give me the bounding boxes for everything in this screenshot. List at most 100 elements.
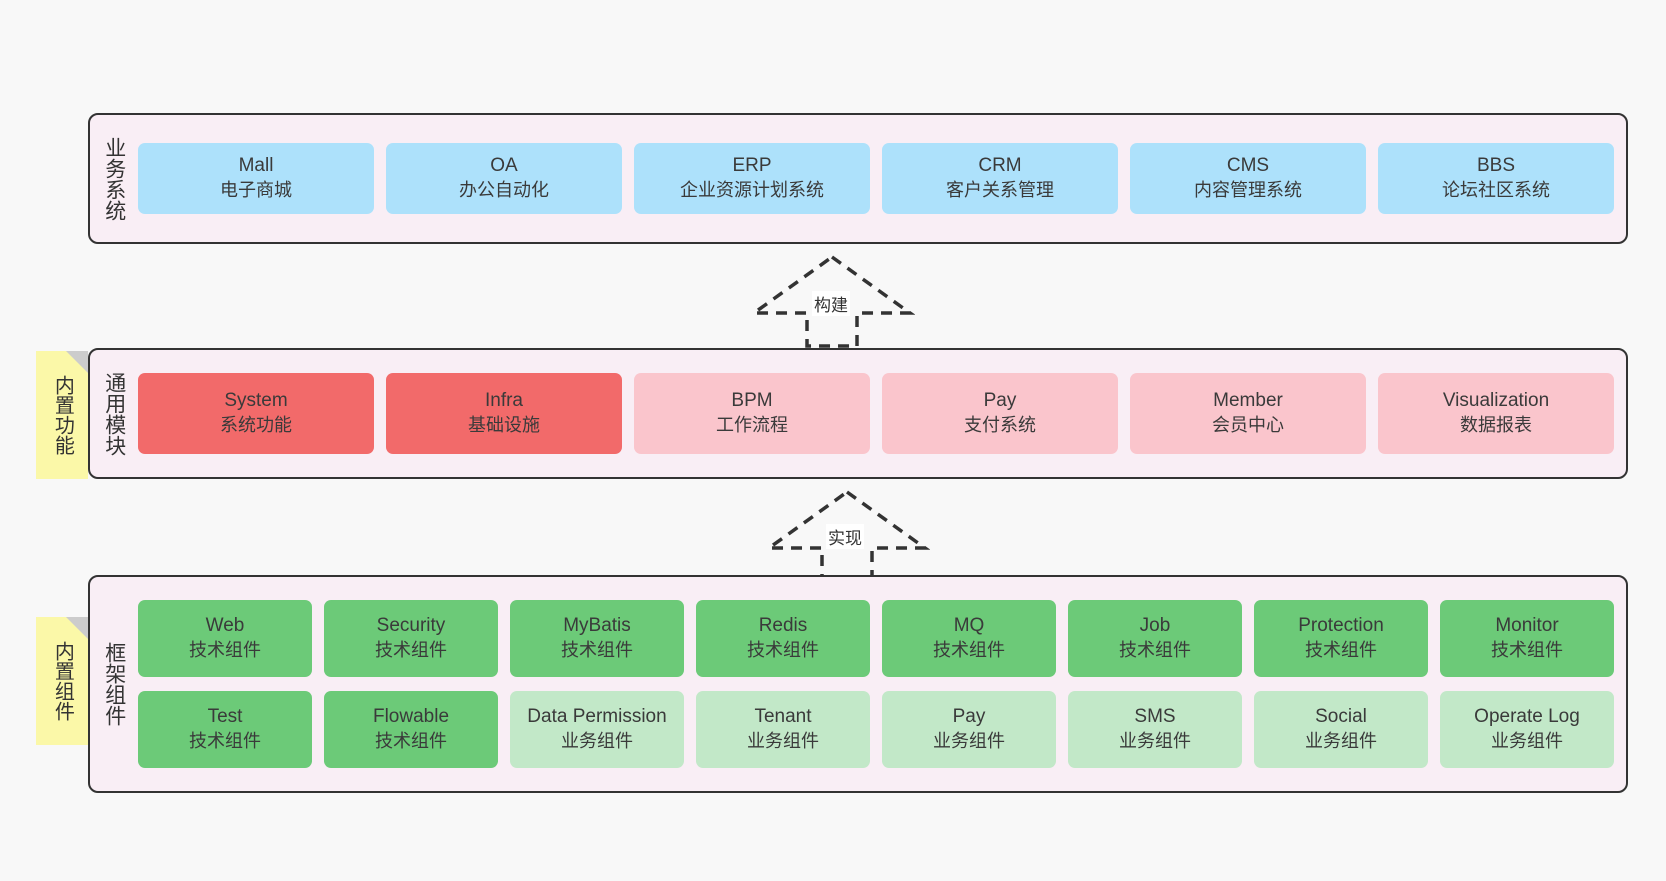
note-fold-corner-icon	[66, 617, 88, 639]
box-label-cn: 内容管理系统	[1194, 180, 1302, 201]
box-mall[interactable]: Mall 电子商城	[138, 143, 374, 214]
layer-title-framework-component: 框架组件	[102, 642, 126, 726]
box-label-cn: 系统功能	[220, 415, 292, 436]
row: Test 技术组件 Flowable 技术组件 Data Permission …	[138, 691, 1614, 768]
box-label-cn: 基础设施	[468, 415, 540, 436]
box-label-en: System	[224, 390, 288, 412]
box-label-en: Job	[1139, 615, 1171, 637]
layer-title-business-system: 业务系统	[102, 136, 126, 221]
box-member[interactable]: Member 会员中心	[1130, 373, 1366, 454]
box-label-en: SMS	[1134, 706, 1176, 728]
arrow-implement-shape	[765, 489, 930, 583]
layer-body-framework-component: Web 技术组件 Security 技术组件 MyBatis 技术组件 Redi…	[138, 577, 1626, 791]
box-label-en: Monitor	[1495, 615, 1559, 637]
box-label-cn: 业务组件	[747, 731, 819, 752]
box-visualization[interactable]: Visualization 数据报表	[1378, 373, 1614, 454]
box-label-cn: 技术组件	[375, 731, 447, 752]
box-bbs[interactable]: BBS 论坛社区系统	[1378, 143, 1614, 214]
box-label-cn: 业务组件	[933, 731, 1005, 752]
box-label-en: BBS	[1476, 155, 1516, 177]
box-oa[interactable]: OA 办公自动化	[386, 143, 622, 214]
box-label-en: Pay	[952, 706, 986, 728]
box-label-en: MQ	[953, 615, 985, 637]
box-label-en: Member	[1213, 390, 1283, 412]
box-label-cn: 技术组件	[1491, 640, 1563, 661]
box-label-cn: 技术组件	[1305, 640, 1377, 661]
box-system[interactable]: System 系统功能	[138, 373, 374, 454]
box-test[interactable]: Test 技术组件	[138, 691, 312, 768]
box-label-cn: 论坛社区系统	[1442, 180, 1550, 201]
arrow-implement-label: 实现	[826, 524, 864, 549]
box-bpm[interactable]: BPM 工作流程	[634, 373, 870, 454]
box-label-en: Protection	[1298, 615, 1384, 637]
box-label-cn: 会员中心	[1212, 415, 1284, 436]
layer-body-business-system: Mall 电子商城 OA 办公自动化 ERP 企业资源计划系统 CRM 客户关系…	[138, 115, 1626, 242]
box-label-cn: 电子商城	[220, 180, 292, 201]
box-job[interactable]: Job 技术组件	[1068, 600, 1242, 677]
box-label-cn: 技术组件	[561, 640, 633, 661]
box-label-cn: 业务组件	[1491, 731, 1563, 752]
box-redis[interactable]: Redis 技术组件	[696, 600, 870, 677]
box-label-cn: 业务组件	[1119, 731, 1191, 752]
box-label-en: Infra	[484, 390, 524, 412]
box-label-en: Operate Log	[1474, 706, 1580, 728]
box-mybatis[interactable]: MyBatis 技术组件	[510, 600, 684, 677]
box-cms[interactable]: CMS 内容管理系统	[1130, 143, 1366, 214]
note-built-in-function: 内置功能	[36, 351, 88, 479]
box-mq[interactable]: MQ 技术组件	[882, 600, 1056, 677]
box-tenant[interactable]: Tenant 业务组件	[696, 691, 870, 768]
box-label-en: BPM	[731, 390, 773, 412]
box-label-cn: 技术组件	[375, 640, 447, 661]
note-label: 内置组件	[51, 641, 74, 721]
box-label-en: Data Permission	[527, 706, 667, 728]
box-label-en: Mall	[238, 155, 274, 177]
box-security[interactable]: Security 技术组件	[324, 600, 498, 677]
box-label-en: Redis	[758, 615, 808, 637]
box-label-cn: 企业资源计划系统	[680, 180, 824, 201]
box-label-en: OA	[490, 155, 518, 177]
box-label-cn: 支付系统	[964, 415, 1036, 436]
box-operate-log[interactable]: Operate Log 业务组件	[1440, 691, 1614, 768]
box-crm[interactable]: CRM 客户关系管理	[882, 143, 1118, 214]
note-built-in-component: 内置组件	[36, 617, 88, 745]
box-label-en: Pay	[983, 390, 1017, 412]
box-label-en: Social	[1315, 706, 1367, 728]
row: Web 技术组件 Security 技术组件 MyBatis 技术组件 Redi…	[138, 600, 1614, 677]
box-web[interactable]: Web 技术组件	[138, 600, 312, 677]
box-label-cn: 技术组件	[1119, 640, 1191, 661]
box-erp[interactable]: ERP 企业资源计划系统	[634, 143, 870, 214]
box-label-en: MyBatis	[563, 615, 631, 637]
box-label-cn: 客户关系管理	[946, 180, 1054, 201]
box-label-en: Test	[207, 706, 243, 728]
box-label-cn: 技术组件	[189, 731, 261, 752]
layer-title-common-module: 通用模块	[102, 371, 126, 456]
box-social[interactable]: Social 业务组件	[1254, 691, 1428, 768]
layer-business-system: 业务系统 Mall 电子商城 OA 办公自动化 ERP 企业资源计划系统 CRM…	[88, 113, 1628, 244]
box-label-cn: 业务组件	[561, 731, 633, 752]
box-monitor[interactable]: Monitor 技术组件	[1440, 600, 1614, 677]
box-pay[interactable]: Pay 支付系统	[882, 373, 1118, 454]
box-label-en: CRM	[978, 155, 1022, 177]
layer-framework-component: 框架组件 Web 技术组件 Security 技术组件 MyBatis 技术组件…	[88, 575, 1628, 793]
row: Mall 电子商城 OA 办公自动化 ERP 企业资源计划系统 CRM 客户关系…	[138, 143, 1614, 214]
box-label-cn: 工作流程	[716, 415, 788, 436]
box-label-en: Tenant	[754, 706, 812, 728]
layer-common-module: 通用模块 System 系统功能 Infra 基础设施 BPM 工作流程 Pay…	[88, 348, 1628, 479]
box-data-permission[interactable]: Data Permission 业务组件	[510, 691, 684, 768]
box-infra[interactable]: Infra 基础设施	[386, 373, 622, 454]
box-label-cn: 办公自动化	[459, 180, 549, 201]
box-protection[interactable]: Protection 技术组件	[1254, 600, 1428, 677]
box-label-cn: 数据报表	[1460, 415, 1532, 436]
box-sms[interactable]: SMS 业务组件	[1068, 691, 1242, 768]
row: System 系统功能 Infra 基础设施 BPM 工作流程 Pay 支付系统…	[138, 373, 1614, 454]
arrow-build	[750, 254, 915, 348]
box-label-en: CMS	[1226, 155, 1270, 177]
box-flowable[interactable]: Flowable 技术组件	[324, 691, 498, 768]
arrow-implement	[765, 489, 930, 583]
box-label-en: Visualization	[1442, 390, 1550, 412]
box-pay-component[interactable]: Pay 业务组件	[882, 691, 1056, 768]
box-label-en: Security	[376, 615, 446, 637]
arrow-build-shape	[750, 254, 915, 348]
box-label-cn: 技术组件	[189, 640, 261, 661]
